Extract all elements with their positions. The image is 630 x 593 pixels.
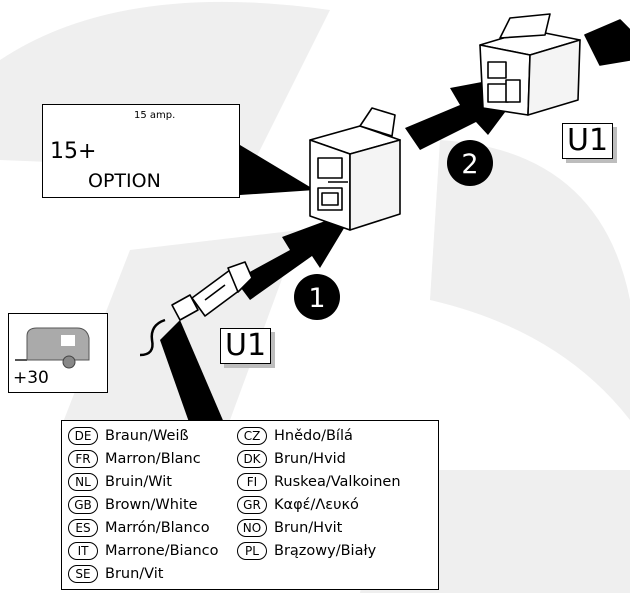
legend-text: Marrón/Blanco — [105, 520, 210, 536]
fuse-label: 15 amp. — [134, 110, 176, 121]
legend-text: Braun/Weiß — [105, 428, 189, 444]
option-pointer — [240, 145, 315, 195]
step-1-circle — [294, 274, 340, 320]
legend-text: Marrone/Bianco — [105, 543, 219, 559]
legend-code-badge: SE — [68, 565, 98, 583]
legend-item: NL Bruin/Wit — [68, 471, 172, 493]
arrow-step-1 — [235, 210, 355, 300]
legend-item: ES Marrón/Blanco — [68, 517, 210, 539]
legend-pointer — [160, 320, 225, 425]
step-2-circle — [447, 140, 493, 186]
legend-text: Bruin/Wit — [105, 474, 172, 490]
legend-code-badge: GB — [68, 496, 98, 514]
legend-item: DE Braun/Weiß — [68, 425, 189, 447]
legend-text: Brązowy/Biały — [274, 543, 377, 559]
legend-code-badge: NL — [68, 473, 98, 491]
step-2-number: 2 — [461, 149, 478, 180]
legend-code-badge: DK — [237, 450, 267, 468]
legend-text: Brun/Hvit — [274, 520, 343, 536]
legend-code-badge: CZ — [237, 427, 267, 445]
legend-item: DK Brun/Hvid — [237, 448, 346, 470]
u1-tag-top: U1 — [562, 123, 614, 159]
u1-tag-bottom: U1 — [220, 328, 272, 364]
ignition-label: 15+ — [50, 139, 97, 164]
caravan-icon — [15, 327, 90, 369]
legend-item: GR Καφέ/Λευκό — [237, 494, 359, 516]
legend-item: FR Marron/Blanc — [68, 448, 201, 470]
legend-code-badge: ES — [68, 519, 98, 537]
legend-item: CZ Hnědo/Bílá — [237, 425, 353, 447]
legend-item: NO Brun/Hvit — [237, 517, 342, 539]
legend-text: Brun/Hvid — [274, 451, 346, 467]
legend-item: GB Brown/White — [68, 494, 198, 516]
option-box — [42, 104, 240, 198]
legend-code-badge: DE — [68, 427, 98, 445]
connector-housing — [309, 107, 401, 231]
legend-text: Hnědo/Bílá — [274, 428, 353, 444]
legend-text: Καφέ/Λευκό — [274, 497, 359, 513]
legend-text: Brown/White — [105, 497, 198, 513]
legend-code-badge: FR — [68, 450, 98, 468]
legend-item: SE Brun/Vit — [68, 563, 164, 585]
wire-terminal — [139, 261, 253, 357]
step-1-number: 1 — [308, 283, 325, 314]
legend-code-badge: PL — [237, 542, 267, 560]
legend-code-badge: GR — [237, 496, 267, 514]
legend-code-badge: FI — [237, 473, 267, 491]
connector-mated — [479, 13, 630, 116]
plus30-label: +30 — [13, 368, 49, 388]
legend-text: Ruskea/Valkoinen — [274, 474, 401, 490]
legend-text: Brun/Vit — [105, 566, 164, 582]
option-label: OPTION — [88, 170, 161, 192]
legend-item: PL Brązowy/Biały — [237, 540, 376, 562]
legend-text: Marron/Blanc — [105, 451, 201, 467]
legend-item: IT Marrone/Bianco — [68, 540, 219, 562]
legend-code-badge: NO — [237, 519, 267, 537]
legend-code-badge: IT — [68, 542, 98, 560]
legend-item: FI Ruskea/Valkoinen — [237, 471, 401, 493]
color-legend: DE Braun/Weiß FR Marron/Blanc NL Bruin/W… — [61, 420, 439, 590]
